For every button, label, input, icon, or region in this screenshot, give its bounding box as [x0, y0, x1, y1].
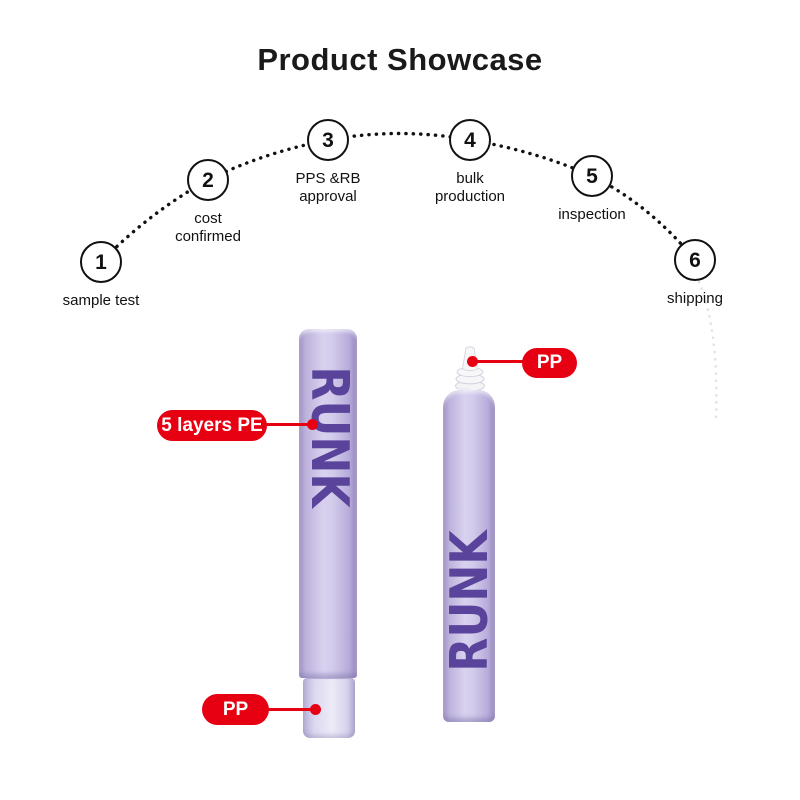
- tube-back-body: [443, 390, 495, 722]
- callout-line: [267, 708, 314, 711]
- process-step-label: inspection: [558, 206, 626, 223]
- callout-line: [472, 360, 524, 363]
- callout-cap-material: PP: [202, 694, 269, 725]
- process-step-label: PPS &RB approval: [295, 170, 361, 205]
- step-number: 3: [322, 128, 334, 152]
- callout-nozzle-material: PP: [522, 348, 577, 378]
- step-number: 2: [202, 168, 214, 192]
- callout-dot: [467, 356, 478, 367]
- process-step-label: sample test: [62, 292, 140, 309]
- step-number: 4: [464, 128, 476, 152]
- process-step-circle-1: 1: [80, 241, 122, 283]
- step-number: 5: [586, 164, 598, 188]
- process-step-circle-3: 3: [307, 119, 349, 161]
- tube-nozzle-tip: [455, 346, 485, 396]
- step-number: 1: [95, 250, 107, 274]
- brand-logo-front: RUNK: [299, 366, 359, 508]
- process-step-label: cost confirmed: [175, 210, 241, 245]
- step-number: 6: [689, 248, 701, 272]
- callout-body-material: 5 layers PE: [157, 410, 267, 441]
- process-step-circle-5: 5: [571, 155, 613, 197]
- page-title: Product Showcase: [257, 42, 543, 77]
- process-step-circle-6: 6: [674, 239, 716, 281]
- callout-dot: [307, 419, 318, 430]
- process-step-label: bulk production: [434, 170, 506, 205]
- process-step-circle-2: 2: [187, 159, 229, 201]
- callout-line: [265, 423, 311, 426]
- process-step-circle-4: 4: [449, 119, 491, 161]
- brand-logo-back: RUNK: [440, 530, 500, 672]
- tube-front-body: [299, 329, 357, 678]
- process-step-label: shipping: [667, 290, 723, 307]
- callout-dot: [310, 704, 321, 715]
